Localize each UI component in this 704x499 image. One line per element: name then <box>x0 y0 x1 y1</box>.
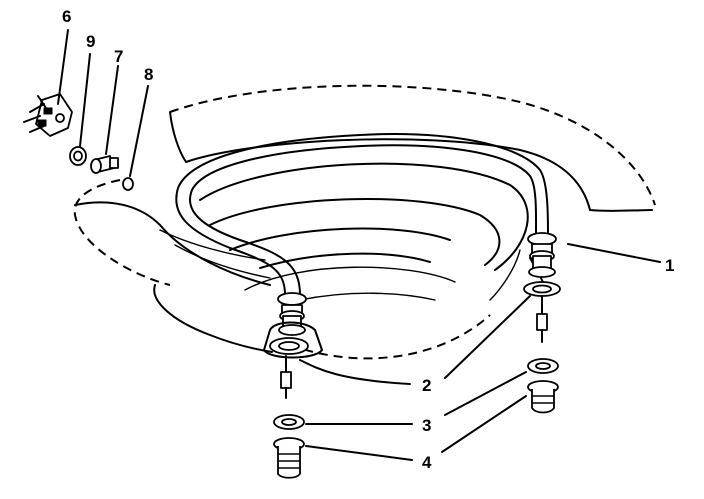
tub-body <box>74 111 653 353</box>
tube-ring-hose <box>175 133 549 296</box>
right-grommet <box>527 380 559 414</box>
leader-8 <box>129 85 149 177</box>
o-ring <box>122 177 134 191</box>
callout-8: 8 <box>144 65 153 84</box>
callout-9: 9 <box>86 32 95 51</box>
right-nozzle-assembly <box>523 232 561 343</box>
seal-washer <box>69 146 87 166</box>
leader-7 <box>105 65 119 155</box>
callout-4: 4 <box>422 453 432 472</box>
callout-7: 7 <box>114 47 123 66</box>
leader-lines <box>57 29 661 461</box>
left-washer <box>273 414 305 430</box>
leader-9 <box>79 53 91 147</box>
left-nozzle-assembly <box>263 292 323 399</box>
leader-2a <box>299 359 411 385</box>
hose-fitting <box>90 155 119 174</box>
leader-4a <box>305 445 413 461</box>
left-grommet <box>273 437 305 479</box>
outer-tub-outline <box>73 84 656 360</box>
right-washer <box>527 358 559 374</box>
leader-6 <box>57 29 69 105</box>
callout-labels: 6 9 7 8 1 2 3 4 <box>62 7 674 472</box>
leader-3b <box>444 371 527 416</box>
leader-2b <box>444 295 531 379</box>
callout-1: 1 <box>665 256 674 275</box>
callout-6: 6 <box>62 7 71 26</box>
leader-1 <box>567 243 661 263</box>
inner-tub-rings <box>199 162 529 301</box>
leader-4b <box>441 395 527 453</box>
pump-clip <box>23 93 73 137</box>
callout-3: 3 <box>422 416 431 435</box>
callout-2: 2 <box>422 376 431 395</box>
